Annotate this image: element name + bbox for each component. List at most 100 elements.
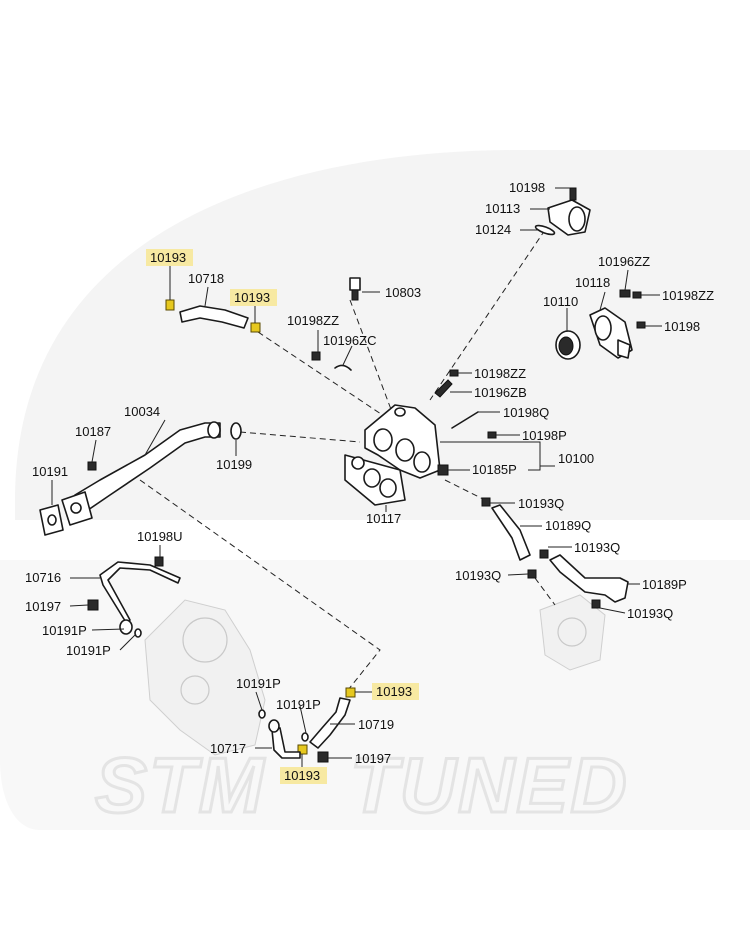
label-10193Q-b: 10193Q xyxy=(574,540,620,555)
gasket-hole-3 xyxy=(379,478,397,498)
label-10110: 10110 xyxy=(543,294,578,309)
label-10198ZZ-right: 10198ZZ xyxy=(662,288,714,303)
label-10191P-a: 10191P xyxy=(42,623,87,638)
pipe-10034 xyxy=(39,421,221,536)
label-10191P-d: 10191P xyxy=(276,697,321,712)
water-outlet-10118 xyxy=(589,307,633,359)
stud-10198Q xyxy=(451,411,479,429)
sensor-thread xyxy=(351,289,359,301)
label-10198-top: 10198 xyxy=(509,180,545,195)
hose-10189P xyxy=(549,554,629,603)
pipe-10716-body xyxy=(99,561,181,625)
pipe-flange-1-hole xyxy=(70,502,82,514)
dash-10803-to-housing xyxy=(349,299,396,421)
highlight-10193-topleft xyxy=(146,249,193,266)
clamp-10193Q-d xyxy=(591,599,601,609)
bolt-10197-bottom xyxy=(317,751,329,763)
o-ring-10124 xyxy=(534,224,556,236)
ghost-turbo-body xyxy=(144,599,266,756)
housing-port-2 xyxy=(395,438,415,462)
clamp-10193-bottom xyxy=(345,687,356,698)
hose-10719 xyxy=(309,697,351,749)
clamp-10193-top xyxy=(250,322,261,333)
bolt-10197-left xyxy=(87,599,99,611)
clip-10196ZC xyxy=(334,364,352,371)
bolt-10198ZZ-mid xyxy=(311,351,321,361)
label-10716: 10716 xyxy=(25,570,61,585)
hose-10718 xyxy=(179,305,249,329)
label-10198ZZ-mid: 10198ZZ xyxy=(287,313,339,328)
ghost-pump-body xyxy=(539,594,606,671)
label-10198U: 10198U xyxy=(137,529,183,544)
nut-10187 xyxy=(87,461,97,471)
label-10198P: 10198P xyxy=(522,428,567,443)
washer-10191P-a xyxy=(134,628,142,638)
gasket-10117 xyxy=(344,454,406,506)
dash-10124-to-housing xyxy=(429,229,546,401)
label-10117: 10117 xyxy=(366,511,401,526)
label-10803: 10803 xyxy=(385,285,421,300)
thermostat-cover-10113 xyxy=(547,187,591,236)
washer-10191P-c xyxy=(258,709,266,719)
label-10198ZZ-b: 10198ZZ xyxy=(474,366,526,381)
label-10193Q-c: 10193Q xyxy=(455,568,501,583)
highlight-10193-bottomleft xyxy=(280,767,327,784)
water-outlet-flange-hole xyxy=(594,315,612,341)
bolt-10198ZZ-b xyxy=(449,369,459,377)
banjo-10717 xyxy=(268,719,280,733)
pipe-10034-end xyxy=(207,421,221,439)
housing-top-boss xyxy=(394,407,406,417)
label-10189P: 10189P xyxy=(642,577,687,592)
banjo-10716 xyxy=(119,619,133,635)
dash-10193Q-to-pump xyxy=(534,577,556,606)
bolt-10198P xyxy=(487,431,497,439)
gasket-10191-hole xyxy=(47,514,57,526)
clamp-10193Q-a xyxy=(481,497,491,507)
clamp-10193-topleft xyxy=(165,299,175,311)
water-outlet-spout xyxy=(617,339,631,359)
label-10193-top: 10193 xyxy=(234,290,270,305)
bolt-10198U xyxy=(154,556,164,567)
bolt-10196ZZ xyxy=(619,289,631,298)
label-10196ZC: 10196ZC xyxy=(323,333,376,348)
label-10187: 10187 xyxy=(75,424,111,439)
ghost-turbo-outlet xyxy=(180,675,210,705)
label-10193-bottomleft: 10193 xyxy=(284,768,320,783)
sensor-head xyxy=(349,277,361,291)
label-10191: 10191 xyxy=(32,464,68,479)
pipe-10716 xyxy=(87,556,181,638)
hose-10189Q xyxy=(491,504,531,561)
highlight-10193-top xyxy=(230,289,277,306)
thermostat-core xyxy=(558,336,574,356)
label-10118: 10118 xyxy=(575,275,610,290)
pipe-10717-body xyxy=(271,727,301,759)
label-10193Q-a: 10193Q xyxy=(518,496,564,511)
label-10191P-b: 10191P xyxy=(66,643,111,658)
dash-10034-to-10719 xyxy=(139,479,381,691)
label-10100: 10100 xyxy=(558,451,594,466)
label-10198Q: 10198Q xyxy=(503,405,549,420)
label-10034: 10034 xyxy=(124,404,160,419)
label-10185P: 10185P xyxy=(472,462,517,477)
thermostat-cover-outlet xyxy=(568,206,586,232)
bolt-10198ZZ-right xyxy=(632,291,642,299)
sensor-10803 xyxy=(349,277,361,301)
hose-10718-body xyxy=(179,305,249,329)
dash-10718-to-housing xyxy=(257,331,391,421)
label-10718: 10718 xyxy=(188,271,224,286)
label-10196ZZ: 10196ZZ xyxy=(598,254,650,269)
highlight-10193-bottom xyxy=(372,683,419,700)
label-10719: 10719 xyxy=(358,717,394,732)
dash-10199-to-housing xyxy=(239,431,361,443)
part-labels: 10198 10113 10124 10196ZZ 10118 10198ZZ … xyxy=(25,180,714,784)
clamp-10193Q-c xyxy=(527,569,537,579)
water-housing-10100 xyxy=(364,404,449,479)
thermostat-10110 xyxy=(555,330,581,360)
ghost-turbo-housing xyxy=(182,617,228,663)
label-10199: 10199 xyxy=(216,457,252,472)
o-ring-10199 xyxy=(230,422,242,440)
label-10191P-c: 10191P xyxy=(236,676,281,691)
ghost-pump xyxy=(539,594,606,671)
label-10717: 10717 xyxy=(210,741,246,756)
